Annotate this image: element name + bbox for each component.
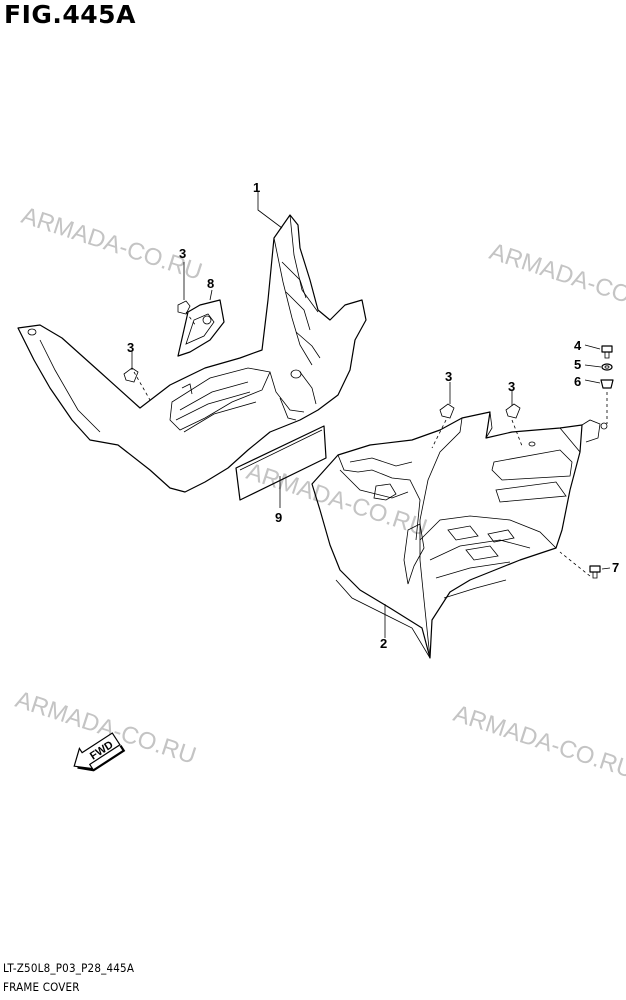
callout-9: 9 xyxy=(275,510,282,525)
watermark-bottom-left: ARMADA-CO.RU xyxy=(12,686,199,770)
callout-4: 4 xyxy=(574,338,582,353)
figure-name: FRAME COVER xyxy=(3,980,80,994)
callout-numbers: 1 2 3 3 3 3 4 5 6 7 8 9 xyxy=(127,180,619,651)
fastener-7 xyxy=(589,565,601,579)
leader-lines xyxy=(131,192,611,638)
fasteners-4-5-6 xyxy=(600,345,614,389)
bracket-part-8 xyxy=(177,299,225,357)
clip-fasteners xyxy=(123,300,521,419)
watermarks: ARMADA-CO.RU ARMADA-CO.RU ARMADA-CO.RU A… xyxy=(12,202,626,784)
figure-title: FIG.445A xyxy=(4,0,136,29)
callout-8: 8 xyxy=(207,276,214,291)
callout-3-d: 3 xyxy=(508,379,515,394)
watermark-top-left: ARMADA-CO.RU xyxy=(18,202,205,286)
callout-6: 6 xyxy=(574,374,581,389)
right-frame-cover xyxy=(311,411,608,659)
left-frame-cover xyxy=(17,214,367,493)
callout-2: 2 xyxy=(380,636,387,651)
callout-3-b: 3 xyxy=(127,340,134,355)
callout-5: 5 xyxy=(574,357,581,372)
figure-model-code: LT-Z50L8_P03_P28_445A xyxy=(3,961,135,975)
panel-part-9 xyxy=(235,425,327,501)
callout-1: 1 xyxy=(253,180,260,195)
callout-3-c: 3 xyxy=(445,369,452,384)
watermark-bottom-right: ARMADA-CO.RU xyxy=(450,700,626,784)
assembly-lines xyxy=(133,311,608,577)
watermark-center: ARMADA-CO.RU xyxy=(243,458,430,542)
callout-3-a: 3 xyxy=(179,246,186,261)
watermark-top-right: ARMADA-CO.RU xyxy=(486,238,626,322)
callout-7: 7 xyxy=(612,560,619,575)
